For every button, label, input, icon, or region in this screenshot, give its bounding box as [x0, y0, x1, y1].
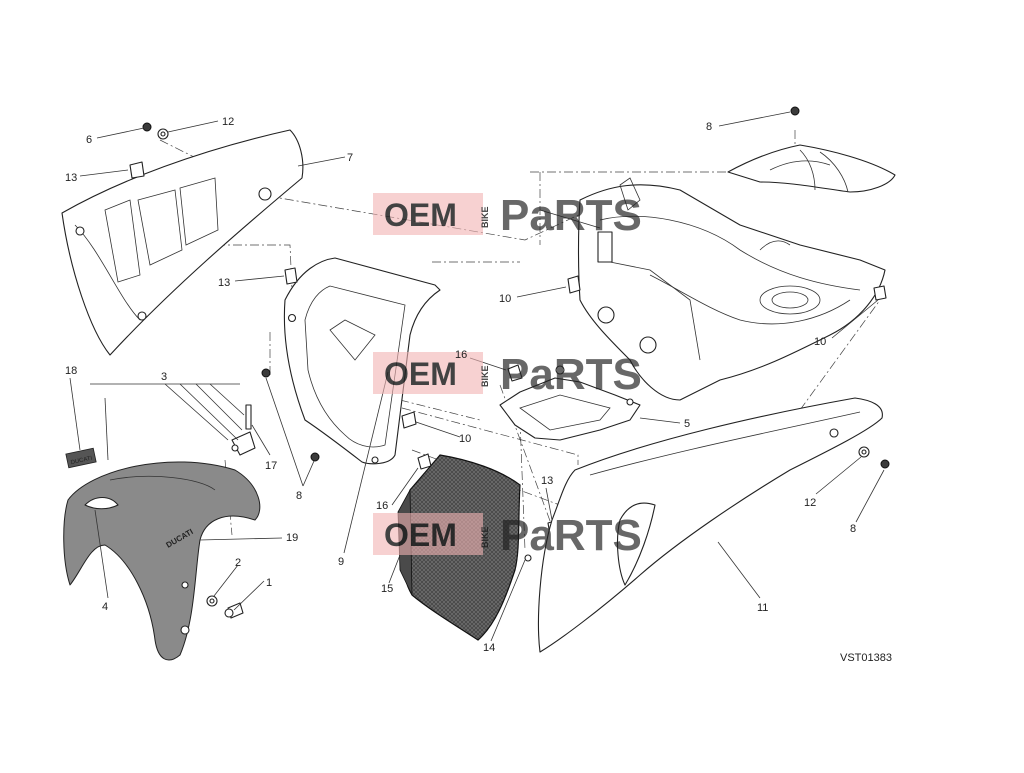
callout-8-top: 8 — [706, 121, 712, 133]
part-13-clip-b — [284, 267, 298, 285]
watermark-parts-top: PaRTS — [500, 191, 642, 240]
watermark-top: OEM BIKE PaRTS — [373, 191, 642, 240]
part-8-screw-right — [880, 459, 890, 469]
watermark-bike-top: BIKE — [480, 206, 490, 228]
part-10-clip-nut-c — [873, 285, 887, 301]
part-11-lower-side-panel — [537, 397, 883, 653]
callout-9: 9 — [338, 556, 344, 568]
leader-lines — [69, 111, 885, 642]
callout-2: 2 — [235, 557, 241, 569]
part-17-bracket — [231, 404, 256, 456]
callout-18: 18 — [65, 365, 77, 377]
part-14-screw — [524, 554, 532, 562]
callout-17: 17 — [265, 460, 277, 472]
callout-7: 7 — [347, 152, 353, 164]
watermark-parts-bottom: PaRTS — [500, 511, 642, 560]
callout-11: 11 — [757, 602, 768, 614]
callout-5: 5 — [684, 418, 690, 430]
callout-12-top: 12 — [222, 116, 234, 128]
watermark-oem-middle: OEM — [384, 356, 457, 392]
callout-3: 3 — [161, 371, 167, 383]
callout-19: 19 — [286, 532, 298, 544]
part-6-screw — [142, 122, 152, 132]
watermark-middle: OEM BIKE PaRTS — [373, 350, 642, 399]
part-10-rear-subframe — [539, 177, 886, 401]
callout-16-top: 16 — [455, 349, 467, 361]
callout-13-left: 13 — [65, 172, 77, 184]
callout-8-lower: 8 — [296, 490, 302, 502]
part-13-clip-a — [129, 161, 145, 179]
part-8-rear-tray — [727, 144, 896, 193]
callout-10-middle: 10 — [459, 433, 471, 445]
watermark-bike-middle: BIKE — [480, 365, 490, 387]
watermark-bike-bottom: BIKE — [480, 526, 490, 548]
watermark-oem-top: OEM — [384, 197, 457, 233]
callout-10-right: 10 — [814, 336, 826, 348]
callout-10-top: 10 — [499, 293, 511, 305]
part-16-screw-b — [417, 453, 432, 470]
callout-8-right: 8 — [850, 523, 856, 535]
part-18-badge: DUCATI — [65, 447, 97, 469]
part-8-screw-top — [790, 106, 800, 116]
callout-labels: 6 12 7 13 13 8 10 16 5 10 16 10 12 8 11 … — [65, 116, 856, 654]
watermark-parts-middle: PaRTS — [500, 350, 642, 399]
callout-14: 14 — [483, 642, 495, 654]
part-12-washer-right — [858, 446, 870, 458]
callout-12-right: 12 — [804, 497, 816, 509]
callout-4: 4 — [102, 601, 108, 613]
part-4-front-fairing: DUCATI — [63, 461, 261, 661]
part-10-clip-nut-a — [567, 275, 581, 294]
callout-1: 1 — [266, 577, 272, 589]
part-1-screw — [224, 602, 244, 619]
part-16-screw-a — [507, 364, 523, 382]
callout-16-lower: 16 — [376, 500, 388, 512]
part-2-washer — [206, 595, 218, 607]
part-12-washer-top — [157, 128, 169, 140]
callout-13-right: 13 — [541, 475, 553, 487]
watermark-oem-bottom: OEM — [384, 517, 457, 553]
drawing-code: VST01383 — [840, 652, 892, 664]
part-8-screw-lower — [310, 452, 320, 462]
part-9-inner-frame — [283, 257, 441, 465]
part-7-upper-side-panel — [61, 129, 304, 356]
part-8-screw-left — [261, 368, 271, 378]
part-5-bracket-plate — [499, 365, 641, 441]
callout-6: 6 — [86, 134, 92, 146]
callout-15: 15 — [381, 583, 393, 595]
svg-text:DUCATI: DUCATI — [70, 456, 93, 466]
part-10-clip-nut-b — [401, 411, 417, 429]
watermark-group: OEM BIKE PaRTS OEM BIKE PaRTS OEM BIKE P… — [373, 191, 642, 560]
watermark-bottom: OEM BIKE PaRTS — [373, 511, 642, 560]
callout-13-middle: 13 — [218, 277, 230, 289]
